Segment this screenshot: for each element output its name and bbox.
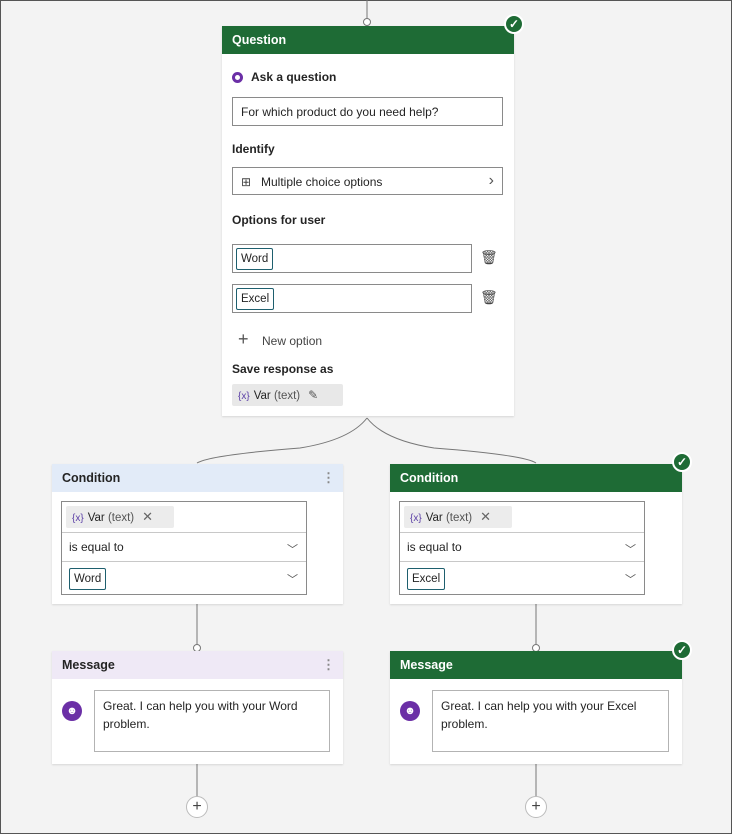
variable-type: (text) (445, 512, 473, 524)
message-right-success-check-icon: ✓ (672, 640, 692, 660)
message-node-left[interactable]: Message ⋮ ☻ Great. I can help you with y… (52, 651, 343, 764)
condition-right-variable-pill: {x}Var (text) ✕ (404, 506, 512, 528)
question-node[interactable]: Question Ask a question For which produc… (222, 26, 514, 416)
condition-right-header: Condition (390, 464, 682, 492)
chevron-down-icon: ﹀ (287, 544, 298, 556)
message-left-header: Message ⋮ (52, 651, 343, 679)
chevron-down-icon: ﹀ (625, 574, 636, 586)
more-options-icon[interactable]: ⋮ (322, 657, 335, 672)
variable-type: (text) (107, 512, 135, 524)
condition-right-operator: is equal to (407, 540, 462, 554)
message-left-text[interactable]: Great. I can help you with your Word pro… (94, 690, 330, 752)
condition-left-expression: {x}Var (text) ✕ is equal to ﹀ Word ﹀ (61, 501, 307, 595)
condition-left-variable-pill: {x}Var (text) ✕ (66, 506, 174, 528)
remove-variable-icon[interactable]: ✕ (480, 509, 492, 524)
save-response-label: Save response as (232, 362, 334, 376)
more-options-icon[interactable]: ⋮ (322, 470, 335, 485)
condition-right-operator-row[interactable]: is equal to ﹀ (400, 533, 644, 562)
condition-right-success-check-icon: ✓ (672, 452, 692, 472)
ask-question-icon (232, 72, 243, 83)
question-success-check-icon: ✓ (504, 14, 524, 34)
question-text-value: For which product do you need help? (241, 105, 439, 119)
remove-variable-icon[interactable]: ✕ (142, 509, 154, 524)
variable-icon: {x} (238, 391, 250, 402)
condition-node-left[interactable]: Condition ⋮ {x}Var (text) ✕ is equal to ﹀… (52, 464, 343, 604)
condition-right-variable-row[interactable]: {x}Var (text) ✕ (400, 502, 644, 533)
ask-question-label: Ask a question (251, 70, 337, 84)
options-label: Options for user (232, 213, 326, 227)
message-right-header: Message (390, 651, 682, 679)
identify-select[interactable]: ⊞ Multiple choice options › (232, 167, 503, 195)
condition-left-operator: is equal to (69, 540, 124, 554)
variable-name: Var (253, 390, 271, 402)
condition-left-title: Condition (62, 471, 121, 485)
identify-value: Multiple choice options (261, 175, 383, 189)
chevron-down-icon: ﹀ (287, 574, 298, 586)
chevron-right-icon: › (488, 172, 494, 189)
condition-left-operator-row[interactable]: is equal to ﹀ (62, 533, 306, 562)
variable-name: Var (87, 512, 105, 524)
grid-icon: ⊞ (241, 175, 252, 189)
condition-left-header: Condition ⋮ (52, 464, 343, 492)
variable-type: (text) (273, 390, 301, 402)
add-node-right-button[interactable]: + (525, 796, 547, 818)
condition-node-right[interactable]: Condition {x}Var (text) ✕ is equal to ﹀ E… (390, 464, 682, 604)
condition-right-expression: {x}Var (text) ✕ is equal to ﹀ Excel ﹀ (399, 501, 645, 595)
plus-icon[interactable]: + (238, 329, 249, 349)
condition-right-value-row[interactable]: Excel ﹀ (400, 562, 644, 595)
condition-left-value-row[interactable]: Word ﹀ (62, 562, 306, 595)
condition-left-value-chip: Word (69, 568, 107, 590)
option-chip-word: Word (236, 248, 274, 270)
option-chip-excel: Excel (236, 288, 275, 310)
new-option-button[interactable]: New option (262, 334, 323, 348)
message-left-title: Message (62, 658, 115, 672)
message-right-text[interactable]: Great. I can help you with your Excel pr… (432, 690, 669, 752)
option-input-word[interactable]: Word (232, 244, 472, 273)
edit-pencil-icon[interactable]: ✎ (308, 388, 319, 402)
message-right-title: Message (400, 658, 453, 672)
question-text-input[interactable]: For which product do you need help? (232, 97, 503, 126)
option-input-excel[interactable]: Excel (232, 284, 472, 313)
variable-name: Var (425, 512, 443, 524)
condition-right-title: Condition (400, 471, 459, 485)
add-node-left-button[interactable]: + (186, 796, 208, 818)
bot-icon: ☻ (400, 701, 420, 721)
condition-left-variable-row[interactable]: {x}Var (text) ✕ (62, 502, 306, 533)
identify-label: Identify (232, 142, 275, 156)
condition-right-value-chip: Excel (407, 568, 446, 590)
save-response-variable[interactable]: {x}Var (text) ✎ (232, 384, 343, 406)
question-node-header: Question (222, 26, 514, 54)
bot-icon: ☻ (62, 701, 82, 721)
delete-option-excel-icon[interactable]: 🗑 (480, 289, 498, 305)
message-node-right[interactable]: Message ☻ Great. I can help you with you… (390, 651, 682, 764)
delete-option-word-icon[interactable]: 🗑 (480, 249, 498, 265)
variable-icon: {x} (72, 513, 84, 524)
variable-icon: {x} (410, 513, 422, 524)
chevron-down-icon: ﹀ (625, 544, 636, 556)
question-node-title: Question (232, 33, 287, 47)
